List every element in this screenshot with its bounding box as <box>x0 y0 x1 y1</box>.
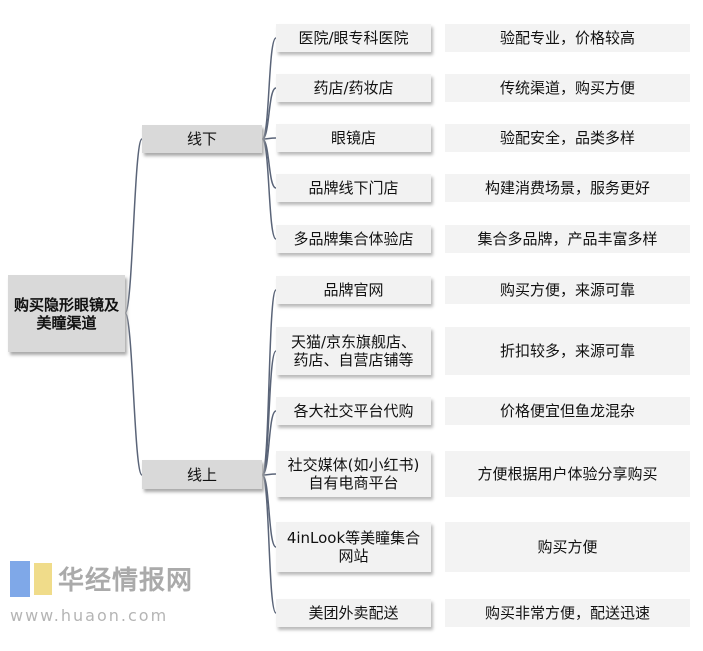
watermark-url: www.huaon.com <box>10 606 169 625</box>
channel-description: 购买方便，来源可靠 <box>445 276 690 304</box>
channel-description: 购买非常方便，配送迅速 <box>445 599 690 627</box>
channel-description: 验配专业，价格较高 <box>445 24 690 52</box>
channel-description: 折扣较多，来源可靠 <box>445 327 690 375</box>
channel-node: 各大社交平台代购 <box>276 397 431 425</box>
watermark-logo: 华经情报网 <box>10 560 193 597</box>
channel-description: 集合多品牌，产品丰富多样 <box>445 225 690 253</box>
node-offline: 线下 <box>142 125 262 153</box>
channel-description: 购买方便 <box>445 522 690 572</box>
connector-online <box>261 473 277 476</box>
channel-node: 多品牌集合体验店 <box>276 225 431 253</box>
channel-node: 眼镜店 <box>276 124 431 152</box>
channel-description: 价格便宜但鱼龙混杂 <box>445 397 690 425</box>
channel-node: 品牌线下门店 <box>276 174 431 202</box>
root-node: 购买隐形眼镜及美瞳渠道 <box>8 275 125 352</box>
connector-root-offline <box>124 138 143 314</box>
connector-online <box>261 474 277 614</box>
node-online: 线上 <box>142 460 262 489</box>
channel-node: 社交媒体(如小红书)自有电商平台 <box>276 451 431 497</box>
connector-online <box>261 410 277 476</box>
channel-node: 天猫/京东旗舰店、药店、自营店铺等 <box>276 327 431 375</box>
watermark-text: 华经情报网 <box>58 566 194 596</box>
channel-description: 验配安全，品类多样 <box>445 124 690 152</box>
channel-node: 药店/药妆店 <box>276 74 431 102</box>
connector-offline <box>261 87 277 140</box>
channel-node: 医院/眼专科医院 <box>276 24 431 52</box>
channel-node: 4inLook等美瞳集合网站 <box>276 522 431 572</box>
channel-node: 美团外卖配送 <box>276 599 431 627</box>
connector-offline <box>261 138 277 240</box>
channel-description: 传统渠道，购买方便 <box>445 74 690 102</box>
connector-root-online <box>124 312 143 476</box>
connector-online <box>261 350 277 476</box>
channel-node: 品牌官网 <box>276 276 431 304</box>
channel-description: 构建消费场景，服务更好 <box>445 174 690 202</box>
channel-description: 方便根据用户体验分享购买 <box>445 451 690 497</box>
